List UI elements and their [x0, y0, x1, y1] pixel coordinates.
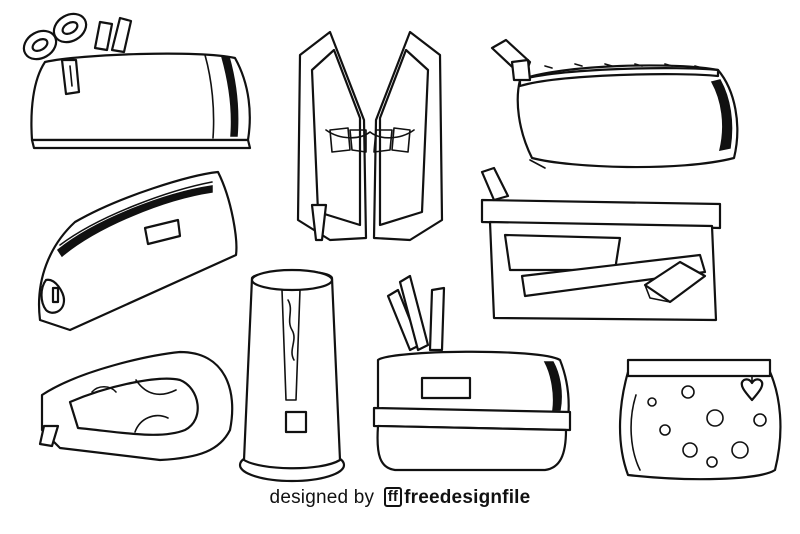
clear-pouch-with-ruler-eraser — [480, 166, 722, 322]
polka-dot-pouch-heart-charm — [618, 358, 782, 481]
credit-designed-by-text: designed by — [269, 487, 375, 508]
wedge-pencil-case — [38, 170, 238, 332]
u-shaped-pencil-case — [38, 350, 234, 462]
pencil-case-with-scissors — [22, 12, 252, 150]
open-standing-pencil-case — [296, 30, 444, 242]
cylinder-pencil-case — [238, 268, 346, 483]
zipper-pouch-dark-side — [490, 38, 739, 169]
freedesignfile-logo-icon: ff — [383, 487, 403, 507]
credit-brand-text: freedesignfile — [404, 487, 531, 508]
box-case-with-pencils — [372, 274, 572, 472]
